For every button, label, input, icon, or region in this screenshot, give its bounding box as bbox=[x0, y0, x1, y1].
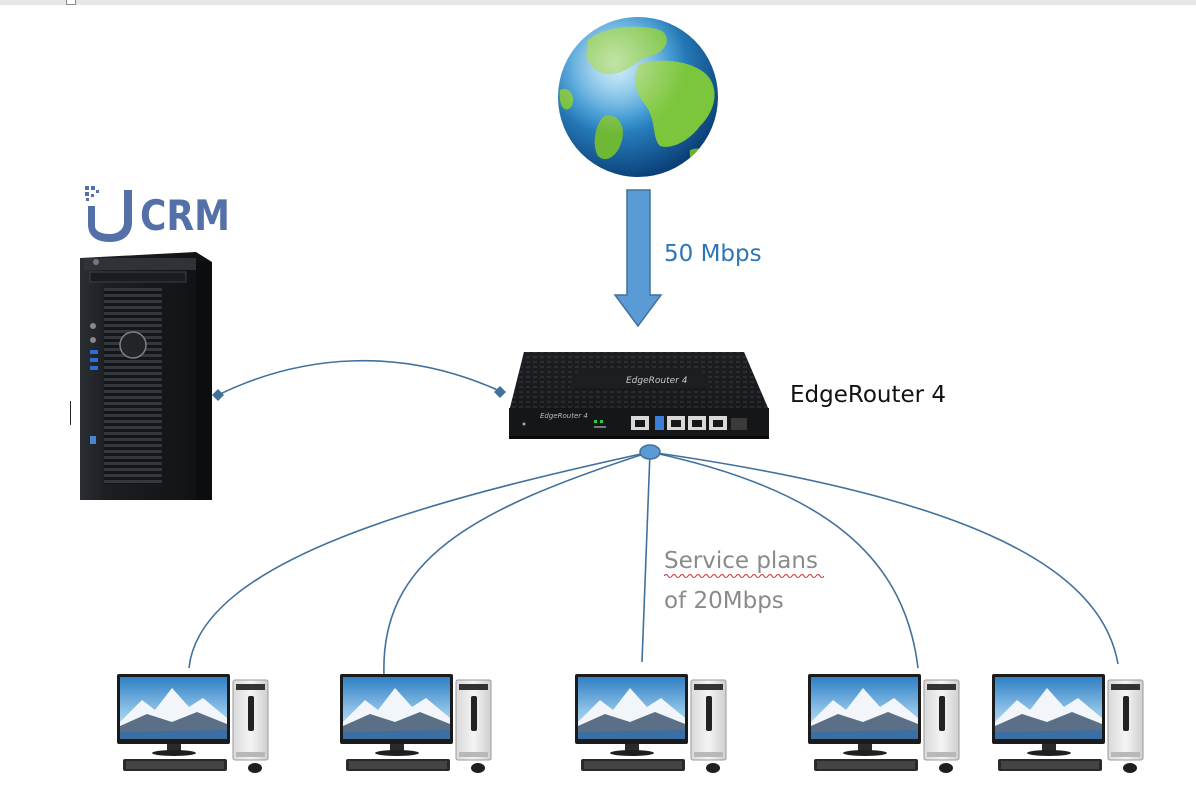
toolbar-marker bbox=[66, 0, 76, 5]
router-top-brand: EdgeRouter 4 bbox=[626, 376, 688, 386]
bandwidth-label: 50 Mbps bbox=[664, 241, 762, 267]
bandwidth-arrow bbox=[613, 189, 663, 328]
desktop-computer-icon bbox=[807, 673, 960, 774]
connection-lines bbox=[188, 359, 1119, 677]
switch-hub-node bbox=[639, 444, 661, 460]
desktop-computer-icon bbox=[339, 673, 492, 774]
top-toolbar-strip bbox=[0, 0, 1196, 5]
text-cursor bbox=[70, 401, 71, 425]
spellcheck-underline bbox=[664, 574, 824, 578]
link-pc-5 bbox=[649, 451, 1119, 665]
router-front-brand: EdgeRouter 4 bbox=[540, 412, 588, 420]
service-plans-rate-label: of 20Mbps bbox=[664, 588, 784, 614]
globe-icon bbox=[558, 17, 718, 177]
server-tower-icon bbox=[80, 252, 212, 500]
crm-logo-text: CRM bbox=[140, 191, 230, 240]
link-pc-4 bbox=[649, 451, 919, 669]
server-router-link bbox=[217, 359, 503, 396]
link-pc-1 bbox=[188, 451, 651, 669]
desktop-computer-icon bbox=[574, 673, 727, 774]
desktop-computer-icon bbox=[116, 673, 269, 774]
service-plans-label: Service plans bbox=[664, 548, 818, 574]
connector-diamond-left bbox=[212, 389, 224, 401]
connector-diamond-right bbox=[494, 386, 506, 398]
router-name-label: EdgeRouter 4 bbox=[790, 382, 947, 408]
link-pc-2 bbox=[383, 451, 651, 677]
crm-logo-icon: CRM bbox=[85, 186, 230, 242]
router-icon: EdgeRouter 4 EdgeRouter 4 bbox=[509, 352, 769, 439]
link-pc-3 bbox=[641, 451, 651, 663]
desktop-computer-icon bbox=[991, 673, 1144, 774]
